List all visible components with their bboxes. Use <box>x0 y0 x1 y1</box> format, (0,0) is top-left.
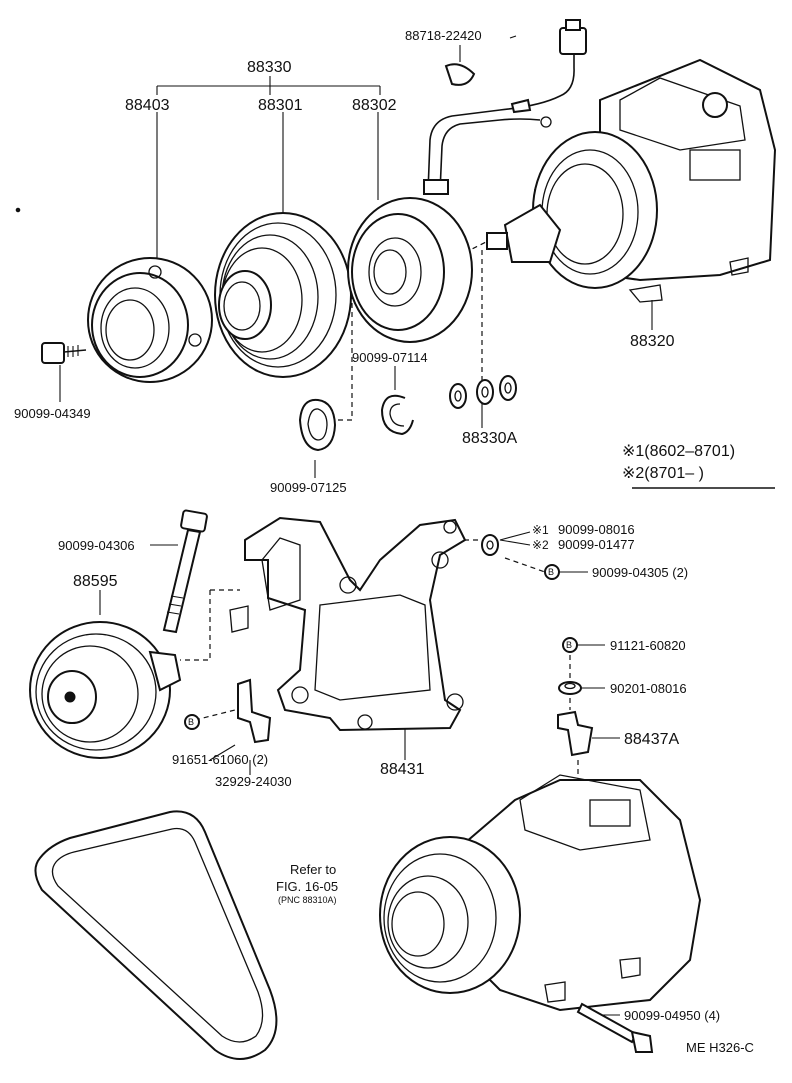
reference-line-2: FIG. 16-05 <box>276 879 338 894</box>
footer-code: ME H326-C <box>686 1040 754 1055</box>
stray-mark <box>509 35 517 39</box>
label-91121-60820: 91121-60820 <box>610 638 686 653</box>
label-88330A: 88330A <box>462 430 517 447</box>
stator-88302 <box>347 197 473 343</box>
bolt-mark-91121-60820: B <box>562 637 578 653</box>
label-88330: 88330 <box>247 59 292 76</box>
note-range-2: ※2(8701– ) <box>622 465 704 482</box>
label-90099-07114: 90099-07114 <box>352 350 428 365</box>
label-90099-08016: 90099-08016 <box>558 522 635 537</box>
label-91651-61060: 91651-61060 (2) <box>172 752 268 767</box>
label-88595: 88595 <box>73 573 118 590</box>
washer-90099-07125 <box>298 398 337 452</box>
label-88301: 88301 <box>258 97 303 114</box>
compressor-lower <box>379 774 702 1012</box>
clip-32929-24030 <box>237 678 272 744</box>
label-88431: 88431 <box>380 761 425 778</box>
label-90201-08016: 90201-08016 <box>610 681 687 696</box>
bracket-88437A <box>557 710 594 757</box>
label-90099-04950: 90099-04950 (4) <box>624 1008 720 1023</box>
compressor-88320 <box>486 58 777 303</box>
bolt-mark-label: B <box>188 717 194 727</box>
label-90099-04305: 90099-04305 (2) <box>592 565 688 580</box>
bracket-88431 <box>229 516 467 732</box>
label-88320: 88320 <box>630 333 675 350</box>
reference-line-1: Refer to <box>290 862 336 877</box>
label-90099-04306: 90099-04306 <box>58 538 135 553</box>
shims-88330A <box>449 375 517 409</box>
leader-lines <box>59 45 653 1016</box>
stray-mark <box>15 207 21 213</box>
bolt-mark-label: B <box>548 567 554 577</box>
label-32929-24030: 32929-24030 <box>215 774 292 789</box>
bolt-90099-04349 <box>41 342 87 364</box>
washer-90099-08016 <box>481 534 499 556</box>
label-90099-04349: 90099-04349 <box>14 406 91 421</box>
nut-90201-08016 <box>558 681 582 695</box>
v-belt <box>34 810 278 1060</box>
clutch-hub-88403 <box>87 257 213 383</box>
part-number-labels: 88330 88403 88301 88302 88718-22420 8832… <box>14 28 754 1055</box>
snap-ring-90099-07114 <box>380 394 414 436</box>
bolt-90099-04306 <box>162 509 208 634</box>
note-mark-1: ※1 <box>532 523 549 537</box>
label-90099-07125: 90099-07125 <box>270 480 347 495</box>
label-90099-01477: 90099-01477 <box>558 537 635 552</box>
label-88403: 88403 <box>125 97 170 114</box>
note-range-1: ※1(8602–8701) <box>622 443 735 460</box>
label-88437A: 88437A <box>624 731 679 748</box>
pulley-88595 <box>29 621 182 759</box>
bolt-mark-90099-04305: B <box>544 564 560 580</box>
label-88302: 88302 <box>352 97 397 114</box>
pulley-88301 <box>214 212 352 378</box>
wire-harness <box>423 19 587 195</box>
label-88718-22420: 88718-22420 <box>405 28 482 43</box>
bolt-mark-91651: B <box>184 714 200 730</box>
bolt-90099-04950 <box>576 1002 654 1053</box>
reference-line-3: (PNC 88310A) <box>278 895 337 905</box>
bolt-mark-label: B <box>566 640 572 650</box>
note-mark-2: ※2 <box>532 538 549 552</box>
